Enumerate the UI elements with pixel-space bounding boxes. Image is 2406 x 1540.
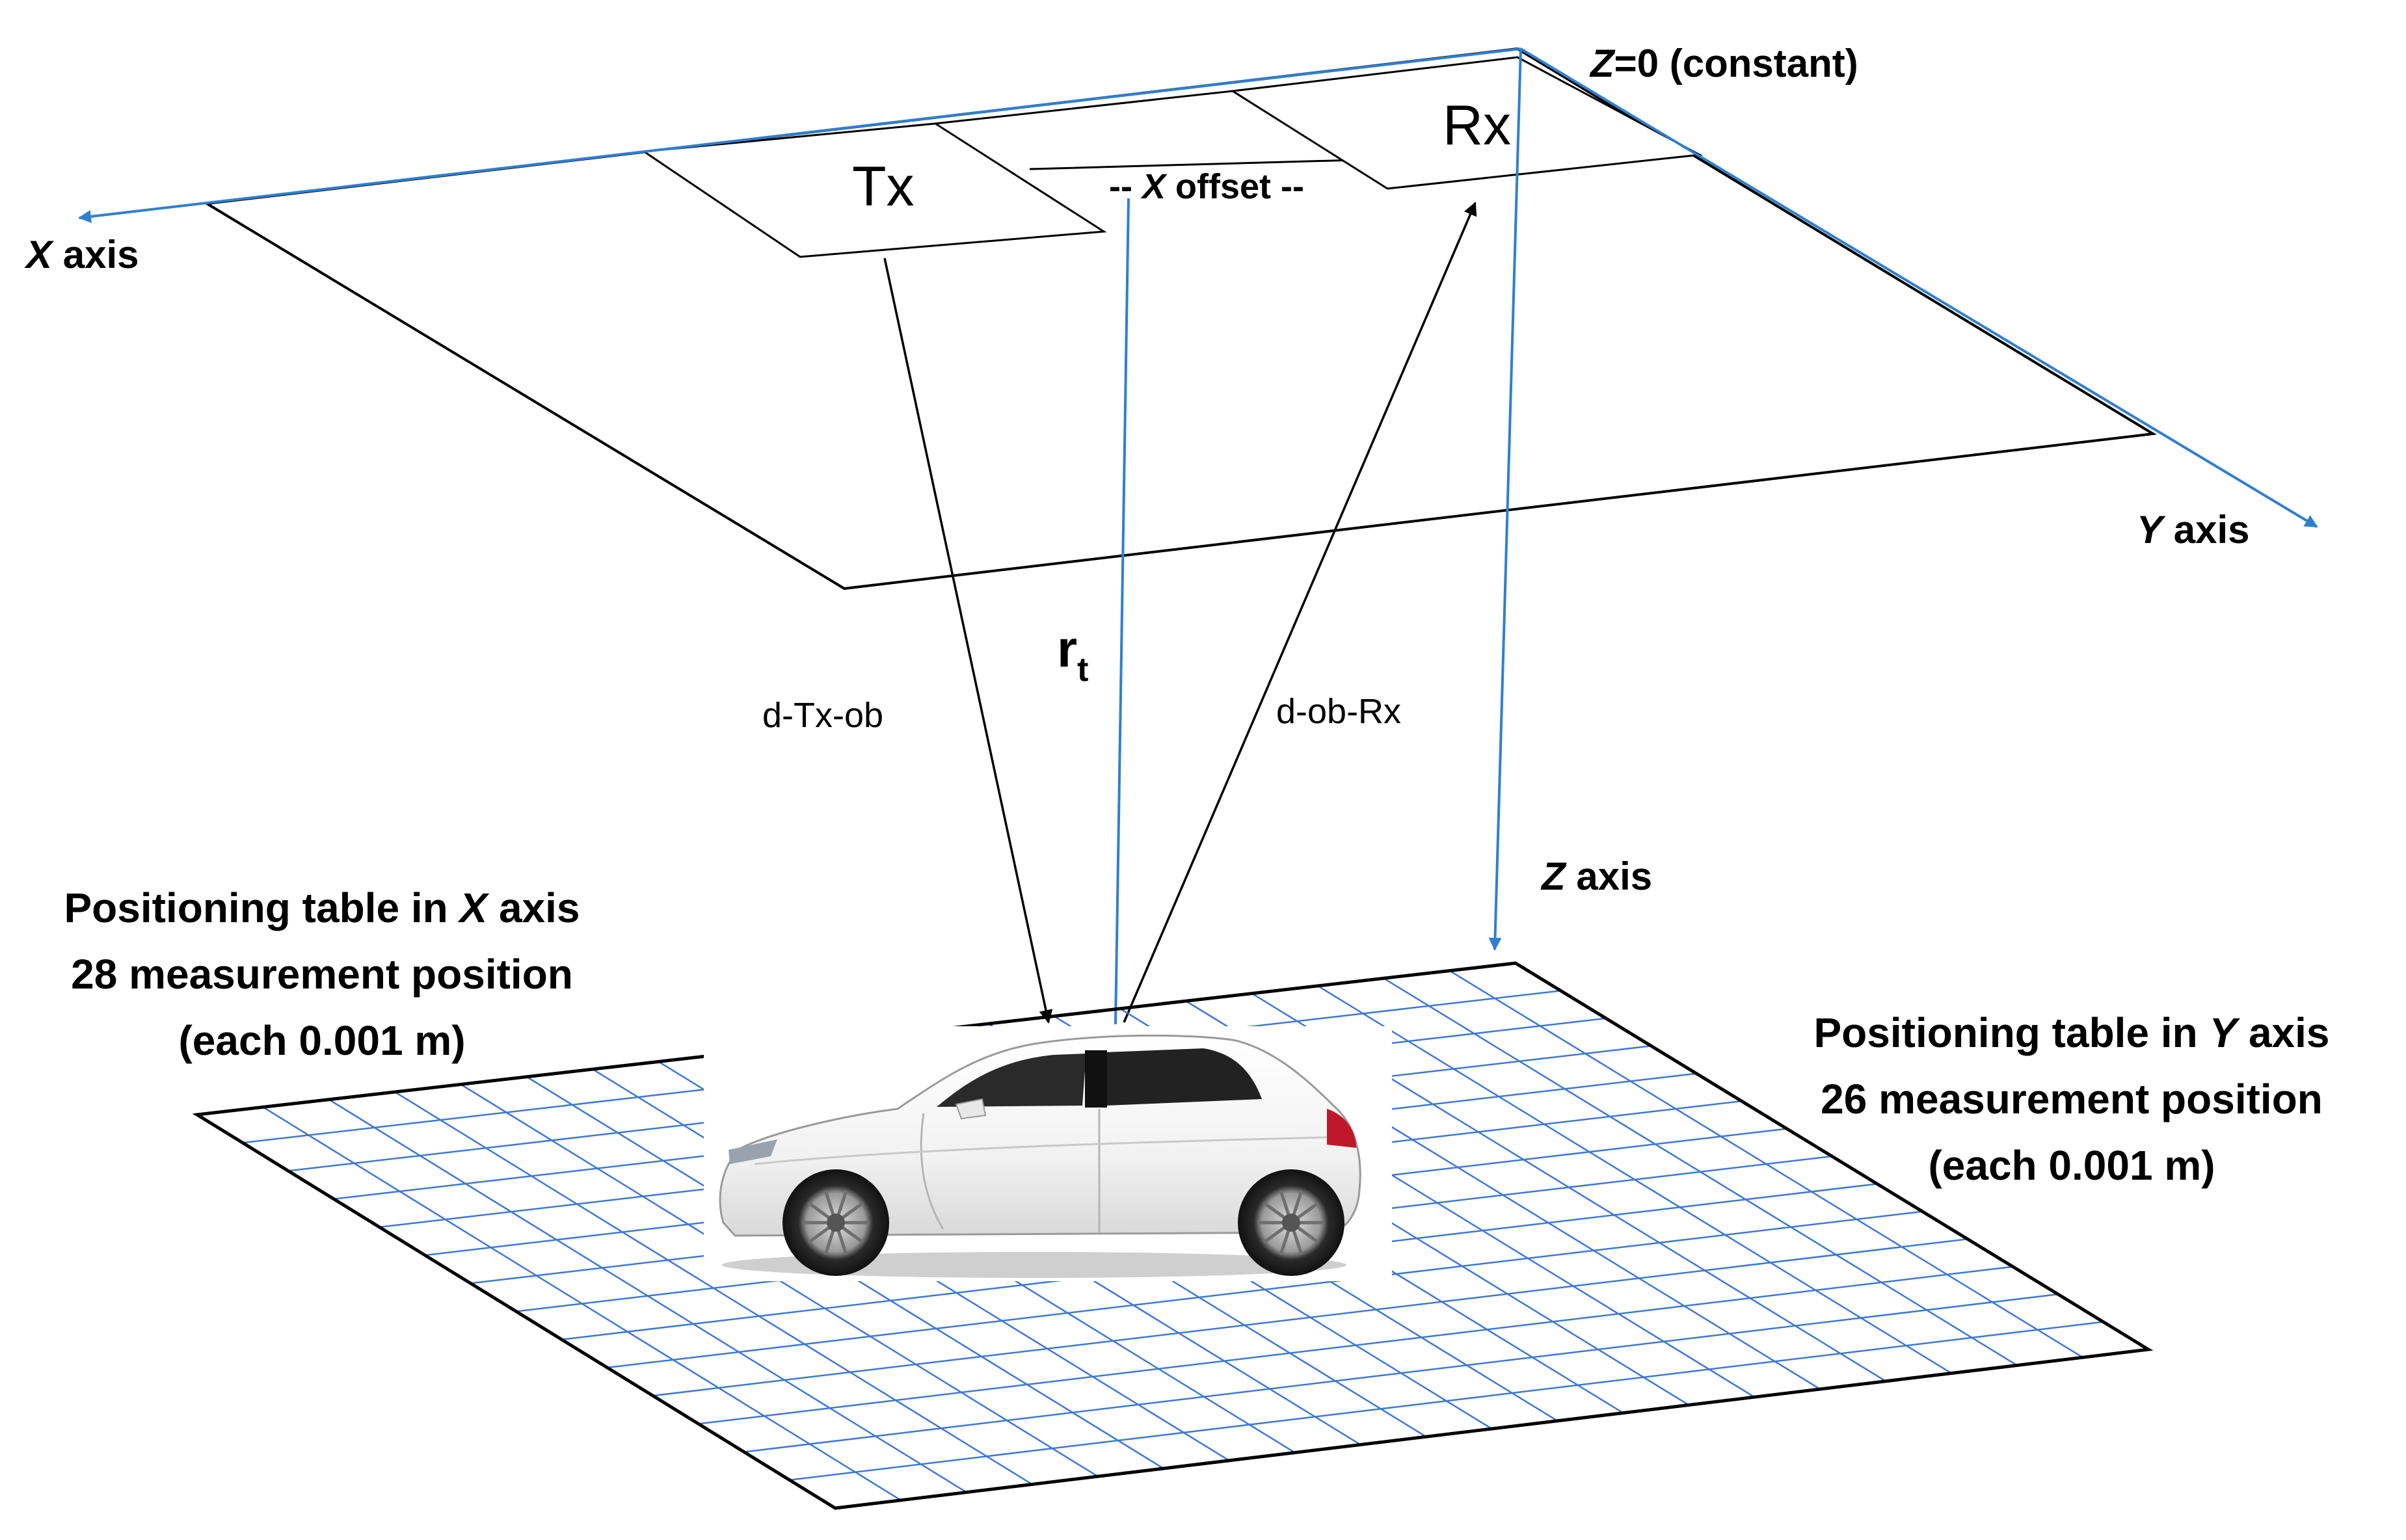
wheel-spoke <box>841 1201 864 1219</box>
rt-label: rt <box>1057 620 1088 689</box>
wheel-spoke <box>807 1226 831 1244</box>
wheel-spoke <box>823 1229 835 1256</box>
positioning-y-line1: Positioning table in Y axis <box>1813 1009 2329 1056</box>
car-icon <box>704 1026 1392 1281</box>
grid-line-b <box>698 1266 2013 1425</box>
z0-label: Z=0 (constant) <box>1589 42 1858 85</box>
positioning-y-line3: (each 0.001 m) <box>1928 1142 2215 1189</box>
y-axis-label: Y axis <box>2137 508 2249 551</box>
rt-vector-line <box>1114 198 1130 1025</box>
wheel-spoke <box>1263 1226 1286 1244</box>
rx-label: Rx <box>1443 94 1511 157</box>
wheel-spoke <box>1279 1229 1290 1256</box>
car-headlight <box>728 1139 777 1164</box>
wheel-spoke <box>823 1189 835 1216</box>
positioning-x-line3: (each 0.001 m) <box>178 1017 465 1064</box>
car-shadow <box>722 1252 1346 1278</box>
grid-line-b <box>607 1210 1923 1369</box>
positioning-x-line1: Positioning table in X axis <box>64 884 580 931</box>
positioning-x-line2: 28 measurement position <box>71 951 573 998</box>
positioning-x-caption: Positioning table in X axis 28 measureme… <box>64 884 580 1064</box>
car-side-mirror <box>955 1098 987 1120</box>
car-tail-light <box>1327 1109 1356 1148</box>
x-axis-label: X axis <box>24 233 139 276</box>
positioning-y-caption: Positioning table in Y axis 26 measureme… <box>1813 1009 2329 1189</box>
tx-to-object-path <box>883 258 1053 1024</box>
d-tx-ob-label: d-Tx-ob <box>762 696 883 735</box>
x-offset-label: -- X offset -- <box>1109 167 1304 206</box>
object-to-rx-path <box>1123 202 1477 1023</box>
grid-outline <box>192 961 2154 1510</box>
car-b-pillar <box>1085 1050 1107 1108</box>
car-side-crease <box>754 1135 1347 1165</box>
positioning-y-line2: 26 measurement position <box>1821 1076 2323 1122</box>
tx-label: Tx <box>852 155 915 218</box>
wheel-spoke <box>1296 1226 1320 1244</box>
plane-outline <box>202 47 2158 591</box>
grid-line-b <box>789 1321 2104 1481</box>
tx-antenna-panel <box>641 122 1107 258</box>
signal-paths <box>883 202 1477 1024</box>
wheel-spoke <box>841 1226 864 1244</box>
wheel-hub <box>1282 1214 1300 1232</box>
labels: Z=0 (constant) X axis Y axis Z axis Tx R… <box>24 42 2330 1189</box>
wheel-spoke <box>836 1229 848 1256</box>
car-front-window <box>937 1054 1086 1107</box>
wheel-spoke <box>807 1201 831 1219</box>
transceiver-plane <box>202 47 2158 591</box>
x-axis-line <box>78 47 1521 223</box>
grid-line-b <box>652 1238 1968 1397</box>
wheel-spoke <box>1279 1189 1290 1216</box>
coordinate-axes <box>78 47 2318 1025</box>
wheel-hub <box>827 1214 845 1232</box>
wheel-spoke <box>836 1189 848 1216</box>
wheel-spokes <box>802 1189 1325 1256</box>
wheel-spoke <box>1263 1201 1286 1219</box>
y-axis-line <box>1519 47 2318 528</box>
wheel-spoke <box>1296 1201 1320 1219</box>
d-ob-rx-label: d-ob-Rx <box>1276 692 1401 731</box>
car-door-line <box>920 1109 1101 1232</box>
wheel-spoke <box>1292 1189 1303 1216</box>
car-rear-window <box>1106 1048 1262 1106</box>
wheel-spoke <box>1292 1229 1303 1256</box>
z-axis-line <box>1488 48 1522 951</box>
grid-line-b <box>743 1293 2059 1453</box>
z-axis-label: Z axis <box>1540 855 1652 898</box>
